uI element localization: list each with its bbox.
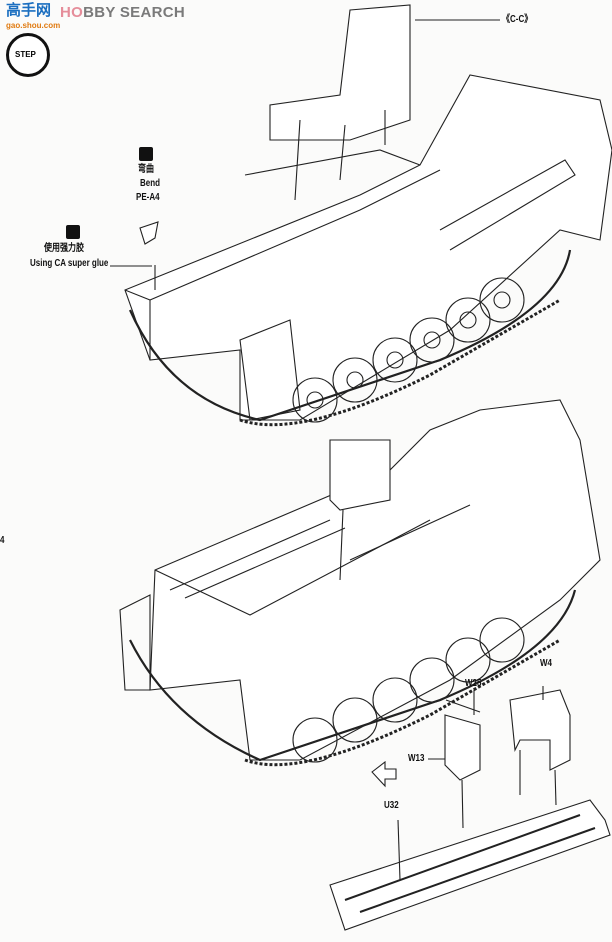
view-direction-arrow-icon (371, 760, 397, 788)
edge-mark: 4 (0, 535, 5, 546)
step-badge: STEP (6, 33, 50, 77)
glue-label-cn: 使用强力胶 (44, 243, 84, 254)
upper-road-wheels (292, 277, 525, 423)
glue-label-en: Using CA super glue (30, 258, 109, 269)
ammo-box-part (329, 439, 391, 511)
part-label-w13: W13 (408, 753, 425, 764)
lower-tracks (129, 589, 577, 767)
upper-tracks (128, 249, 572, 427)
section-label-cc: 《C-C》 (502, 14, 533, 25)
part-w4 (509, 689, 571, 806)
upper-hull-assembly (124, 4, 612, 421)
step-label: STEP (15, 50, 36, 59)
part-label-u32: U32 (384, 800, 399, 811)
bend-icon (139, 147, 153, 161)
lower-hull-assembly (119, 399, 601, 761)
assembly-arrows (294, 110, 386, 201)
floor-plate-u32 (329, 799, 611, 931)
bend-label-cn: 弯曲 (138, 164, 154, 175)
watermark-logo: 高手网 (6, 2, 52, 19)
part-w13-w25 (444, 699, 481, 829)
part-label-w25: W25 (465, 678, 482, 689)
glue-bottle-icon (66, 225, 80, 239)
lower-road-wheels (292, 617, 525, 763)
watermark-url: gao.shou.com (6, 21, 61, 30)
bulkhead-part-cc (269, 4, 411, 141)
part-label-w4: W4 (540, 658, 552, 669)
watermark: HOBBY SEARCH (60, 4, 186, 21)
bend-part-label: PE-A4 (136, 192, 160, 203)
bend-label-en: Bend (140, 178, 160, 189)
pe-a4-part (139, 221, 159, 245)
